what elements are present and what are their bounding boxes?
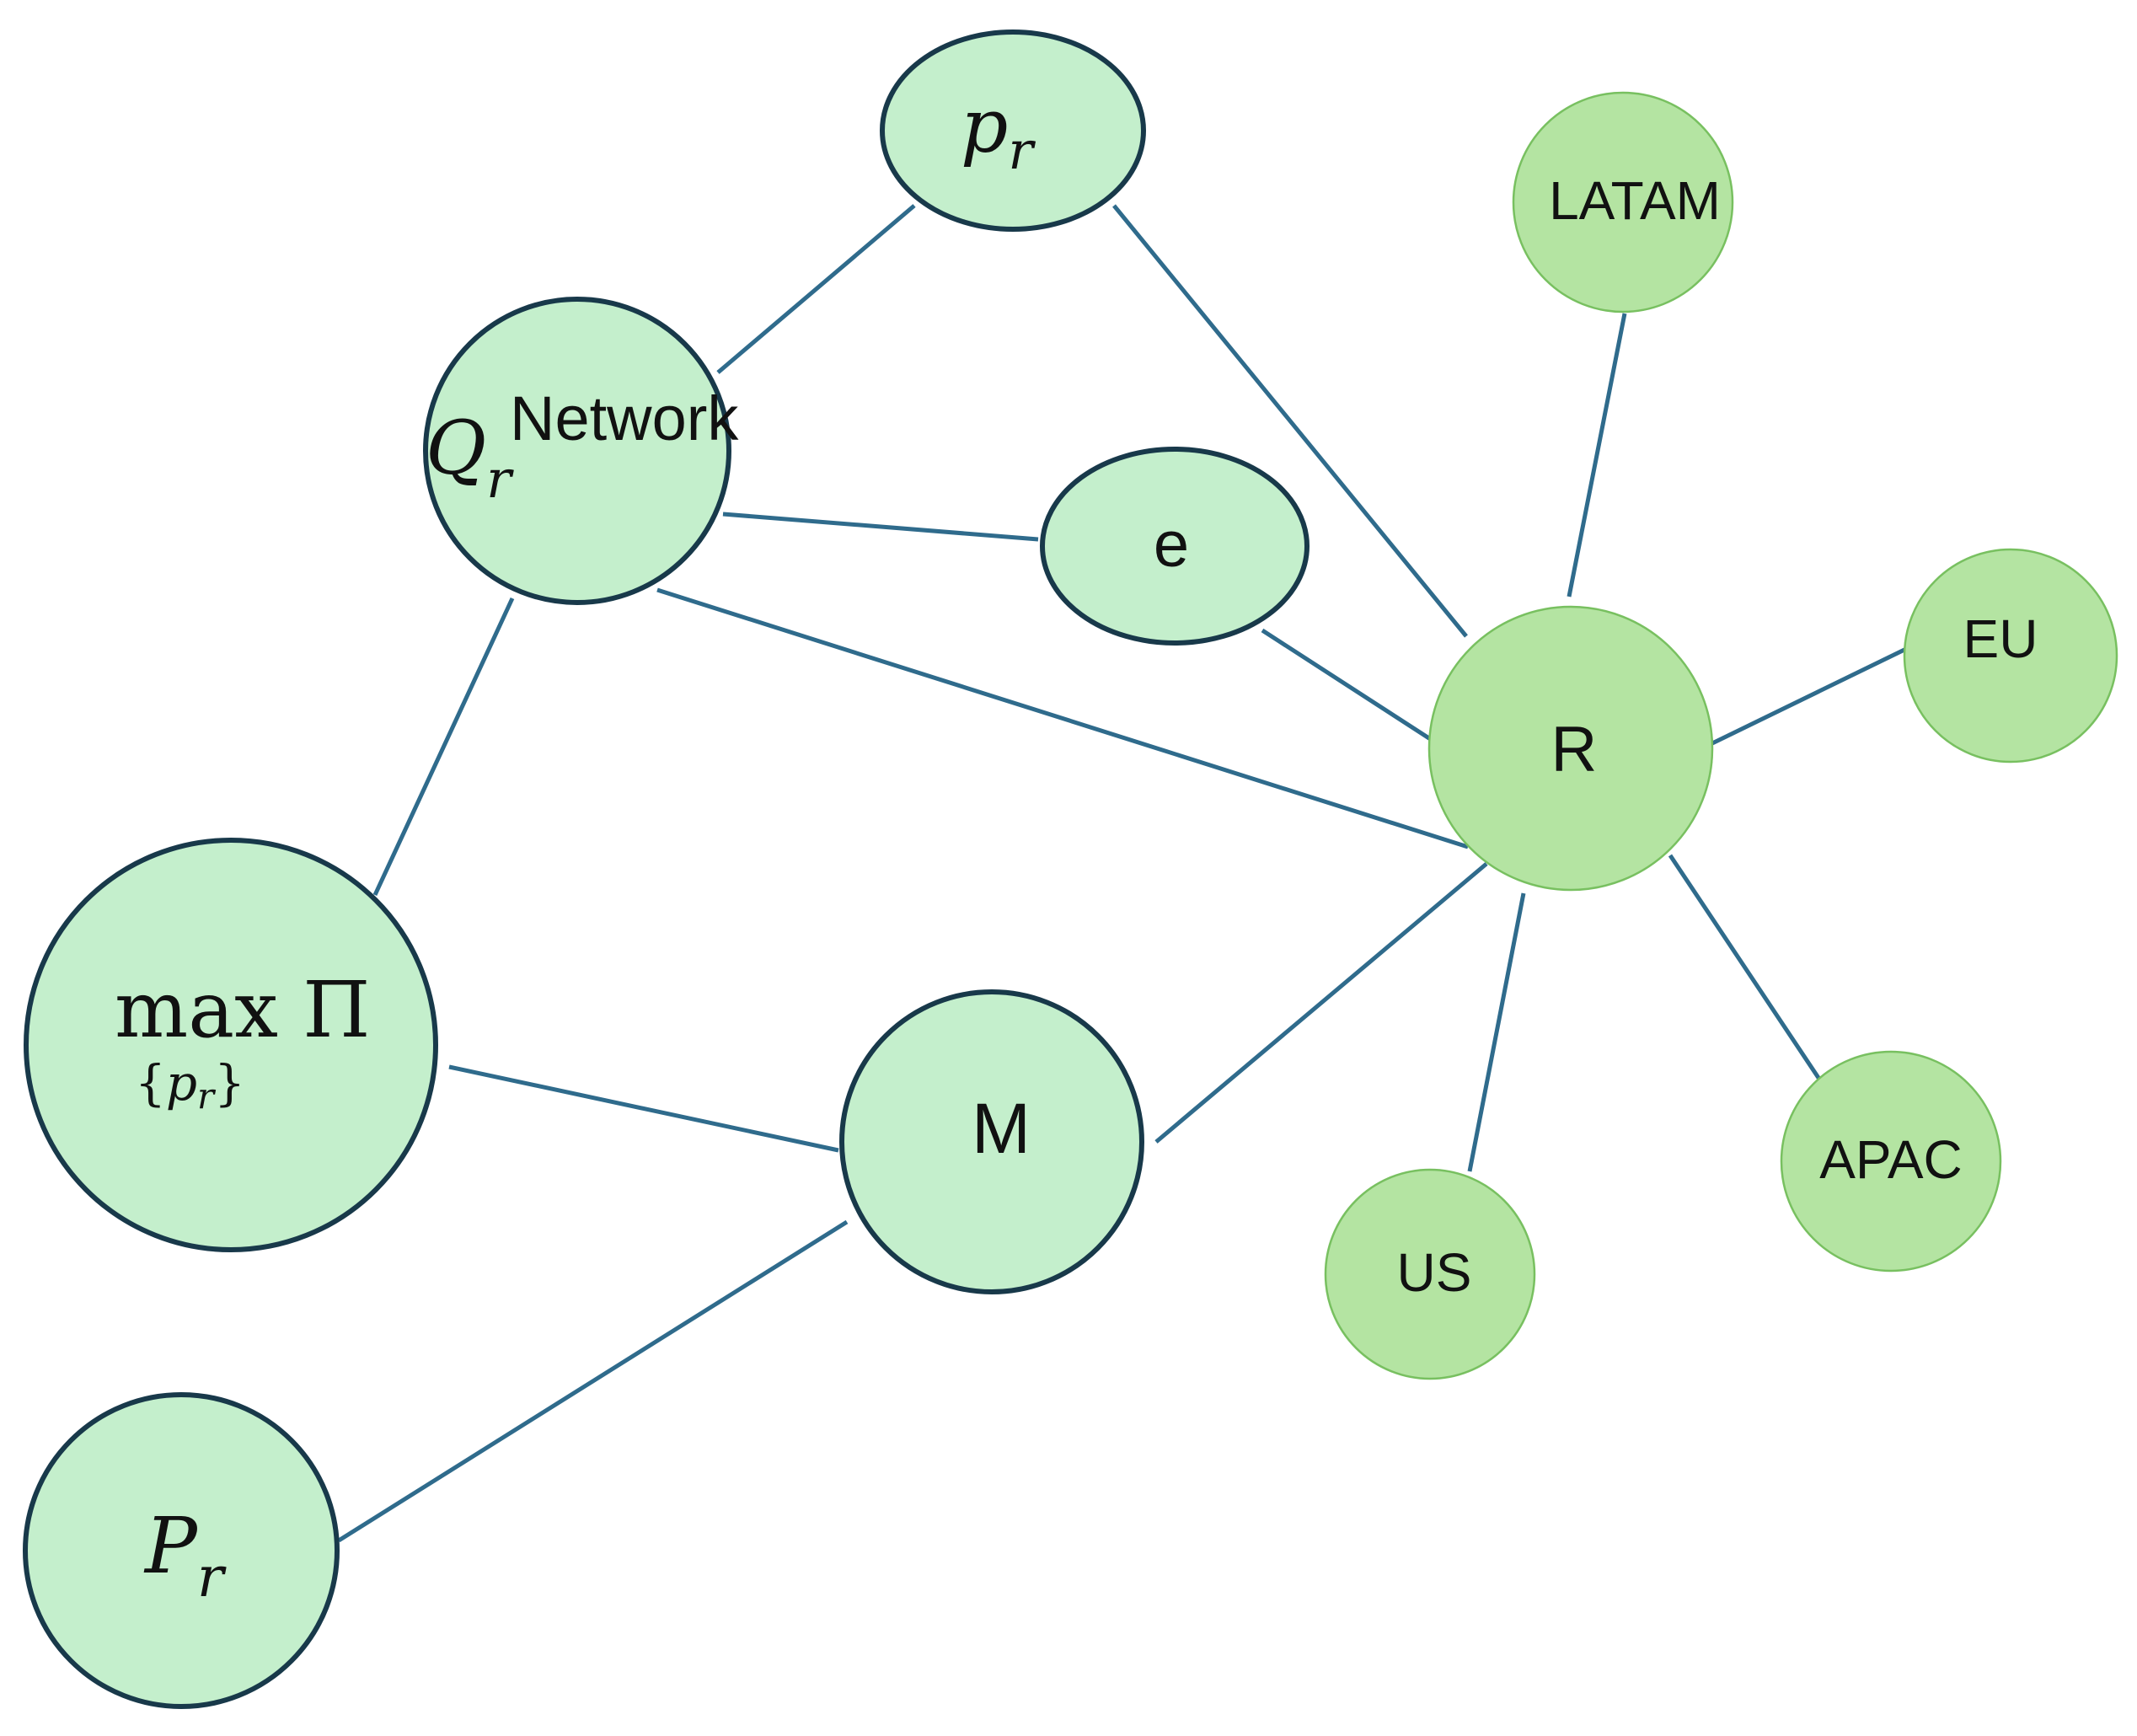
edge-m-capPr [337,1219,849,1543]
node-apac: APAC [1780,1050,2002,1273]
node-m-label: M [972,1089,1031,1168]
edge-maxpi-m [448,1064,839,1153]
node-e: e [1040,447,1310,646]
node-m: M [839,989,1144,1294]
edge-qr-e [722,512,1039,542]
edge-r-apac [1668,854,1823,1082]
edge-qr-r [656,587,1469,849]
edges [337,204,1908,1543]
node-us-label: US [1397,1242,1472,1303]
node-r: R [1427,605,1714,892]
node-latam: LATAM [1512,91,1734,313]
edge-r-latam [1567,313,1627,597]
node-cap-p-r: Pr [23,1392,340,1709]
node-e-label: e [1154,509,1189,581]
node-eu: EU [1903,548,2118,764]
node-q-r: Qr Network [423,297,739,605]
node-p-r-label: pr [961,83,1036,181]
node-eu-label: EU [1963,608,2038,669]
edge-m-r [1154,862,1488,1144]
edge-e-r [1261,628,1436,744]
node-cap-p-r-label: Pr [143,1501,227,1610]
node-max-pi-subscript: {pr} [135,1054,245,1117]
edge-r-eu [1711,646,1908,746]
edge-qr-pr [716,204,916,374]
edge-pr-r [1112,204,1468,638]
node-q-r-overlay: Network [510,383,739,453]
node-r-label: R [1551,714,1598,785]
edge-r-us [1467,892,1526,1172]
node-p-r: pr [880,29,1146,232]
node-q-r-label: Qr [426,405,514,510]
node-latam-label: LATAM [1549,170,1721,231]
node-max-pi-label: max Π [115,965,370,1055]
edge-qr-maxpi [372,597,515,897]
node-max-pi: max Π {pr} [24,838,438,1252]
node-us: US [1324,1168,1536,1380]
node-apac-label: APAC [1819,1129,1963,1190]
